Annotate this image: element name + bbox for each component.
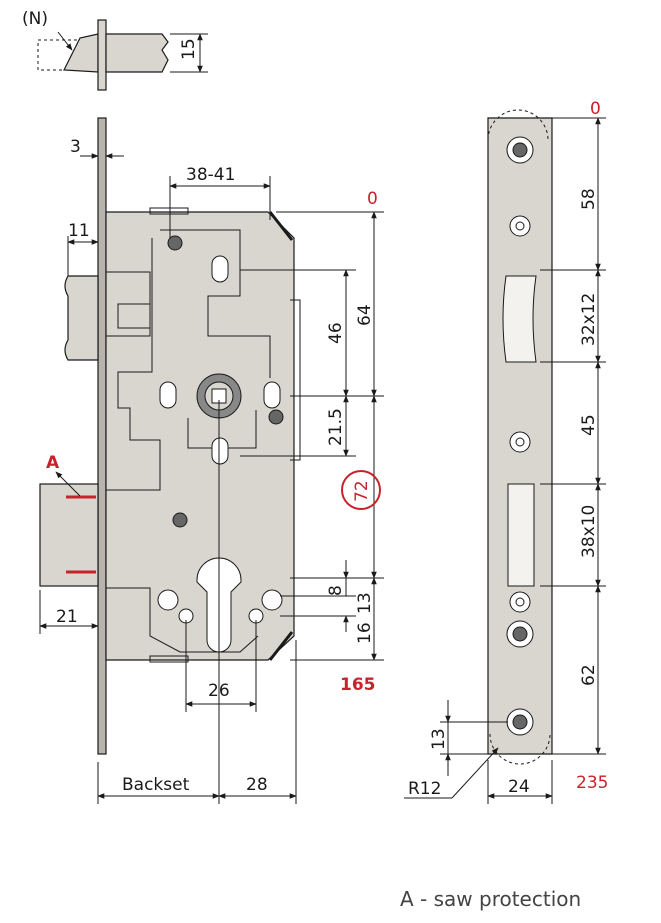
dim-21-5: 21.5 xyxy=(326,408,346,446)
label-backset: Backset xyxy=(122,775,190,795)
dim-46: 46 xyxy=(326,322,346,344)
dim-24: 24 xyxy=(508,777,530,797)
dim-38-41: 38-41 xyxy=(186,165,235,185)
dim-58: 58 xyxy=(579,188,599,210)
label-r12: R12 xyxy=(408,779,441,799)
dim-0-left: 0 xyxy=(367,189,378,209)
dim-32x12: 32x12 xyxy=(579,293,599,346)
dim-235: 235 xyxy=(576,773,608,793)
lock-body xyxy=(39,117,301,755)
caption-saw-protection: A - saw protection xyxy=(400,887,582,911)
dim-15: 15 xyxy=(179,38,199,60)
dim-28: 28 xyxy=(246,775,268,795)
dim-38x10: 38x10 xyxy=(579,505,599,558)
label-n: (N) xyxy=(22,9,48,29)
right-dimension-lines xyxy=(404,117,606,804)
dim-13-left: 13 xyxy=(355,592,375,614)
label-a: A xyxy=(46,453,60,473)
dim-0-right: 0 xyxy=(590,99,601,119)
dim-64: 64 xyxy=(355,304,375,326)
latch-detail xyxy=(37,19,208,91)
dim-21: 21 xyxy=(56,607,78,627)
left-dimension-lines xyxy=(39,153,384,804)
dim-16: 16 xyxy=(355,622,375,644)
dim-62: 62 xyxy=(579,664,599,686)
dim-8: 8 xyxy=(326,585,346,596)
dim-165: 165 xyxy=(340,675,376,695)
dim-72: 72 xyxy=(352,480,372,502)
dim-11: 11 xyxy=(68,221,90,241)
faceplate-front xyxy=(487,109,553,765)
dim-13-right: 13 xyxy=(429,728,449,750)
dim-3: 3 xyxy=(70,137,81,157)
dim-26: 26 xyxy=(208,681,230,701)
dim-45: 45 xyxy=(579,414,599,436)
